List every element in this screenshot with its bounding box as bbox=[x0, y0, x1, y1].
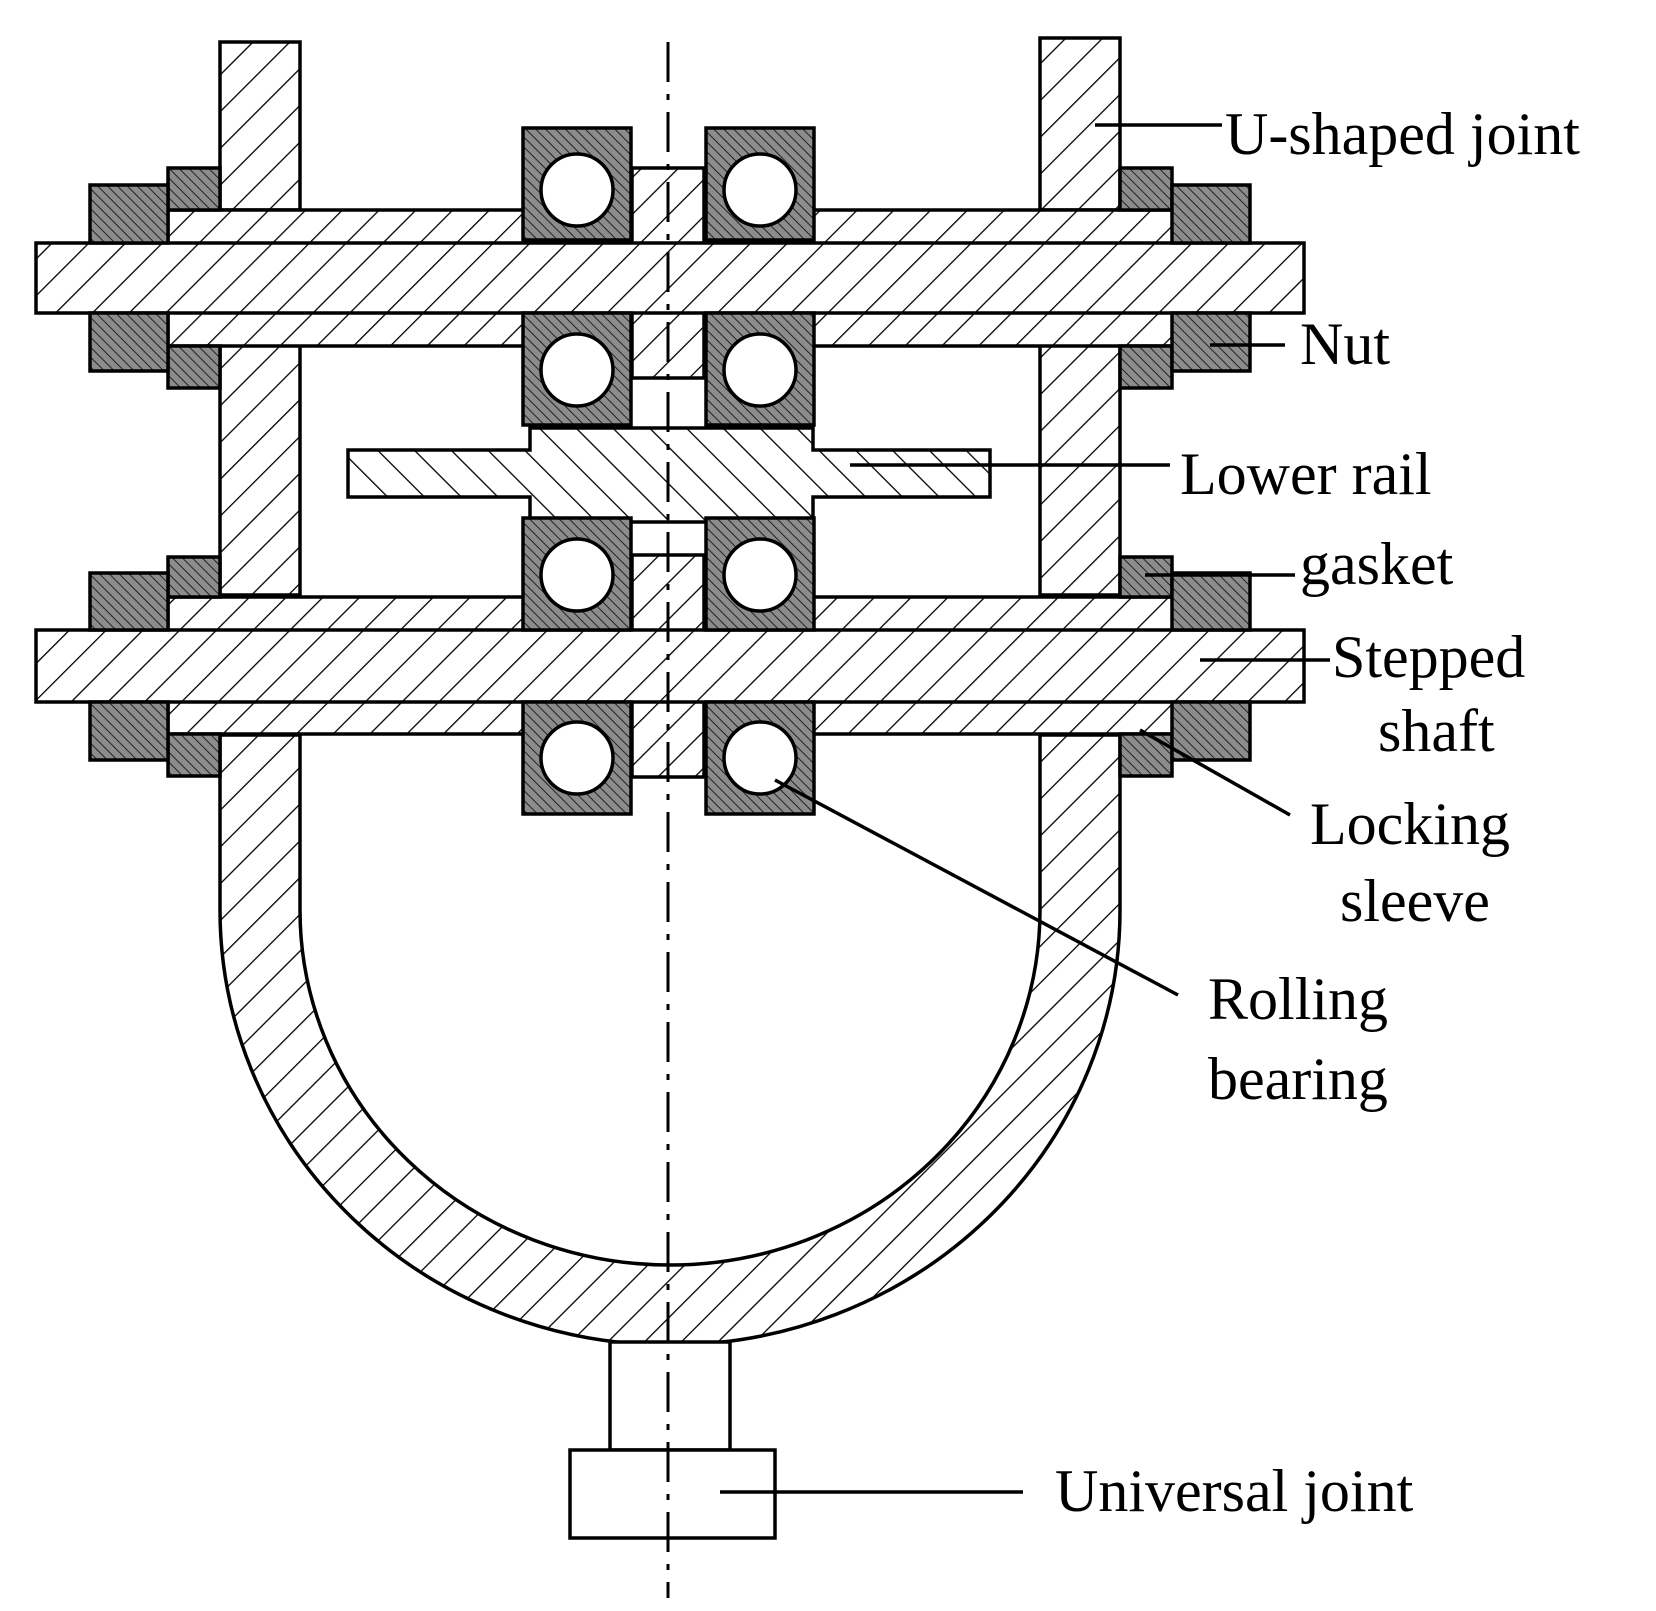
label-u-shaped-joint: U-shaped joint bbox=[1225, 101, 1580, 167]
leader-lines bbox=[720, 123, 1330, 1494]
gaskets bbox=[166, 166, 1174, 778]
label-rolling-bearing-line2: bearing bbox=[1208, 1046, 1388, 1112]
label-locking-sleeve-line1: Locking bbox=[1310, 791, 1510, 857]
label-nut: Nut bbox=[1300, 311, 1390, 377]
locking-sleeves bbox=[166, 208, 1177, 736]
label-lower-rail: Lower rail bbox=[1180, 441, 1432, 507]
label-stepped-shaft-line1: Stepped bbox=[1332, 624, 1526, 690]
u-joint-bowl bbox=[218, 733, 1122, 1347]
rolling-bearings bbox=[521, 126, 816, 816]
stepped-shafts bbox=[34, 241, 1306, 704]
label-rolling-bearing-line1: Rolling bbox=[1208, 966, 1389, 1032]
label-universal-joint: Universal joint bbox=[1055, 1458, 1414, 1524]
universal-joint bbox=[568, 1340, 777, 1540]
nuts bbox=[88, 183, 1252, 762]
label-stepped-shaft-line2: shaft bbox=[1378, 698, 1495, 764]
label-locking-sleeve-line2: sleeve bbox=[1340, 868, 1490, 934]
label-gasket: gasket bbox=[1300, 531, 1454, 597]
